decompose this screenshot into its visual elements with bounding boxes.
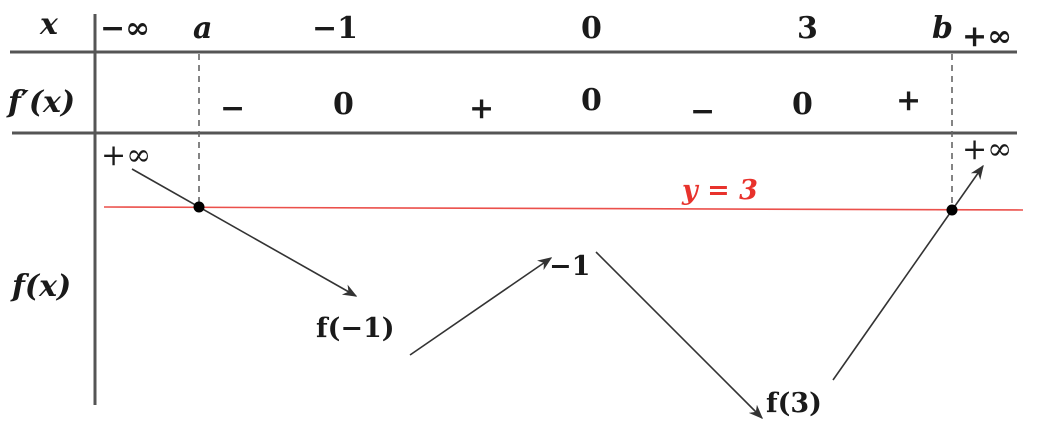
arrow-increasing-2	[832, 164, 984, 381]
f-value-end-plus-infinity: +∞	[962, 132, 1013, 167]
f-value-f-minus-1: f(−1)	[316, 313, 395, 344]
fprime-zero-2: 0	[581, 83, 602, 118]
intersection-point-b	[946, 204, 958, 216]
arrow-increasing-1	[409, 257, 553, 356]
arrow-decreasing-1	[131, 168, 358, 297]
x-value-minus-1: −1	[312, 11, 359, 46]
x-value-3: 3	[797, 11, 818, 46]
row-label-fprime: f′(x)	[8, 85, 76, 120]
x-value-0: 0	[581, 11, 602, 46]
intersection-point-a	[193, 201, 205, 213]
fprime-zero-1: 0	[333, 87, 354, 122]
f-value-start-plus-infinity: +∞	[101, 138, 152, 173]
f-value-at-0: −1	[549, 251, 591, 282]
arrow-decreasing-2	[595, 251, 764, 420]
x-value-a: a	[193, 11, 213, 46]
fprime-sign-2: +	[469, 91, 495, 126]
f-value-f-3: f(3)	[766, 388, 822, 419]
row-label-x: x	[40, 7, 58, 42]
fprime-sign-4: +	[896, 83, 922, 118]
fprime-zero-3: 0	[792, 87, 813, 122]
x-value-b: b	[932, 11, 953, 46]
x-value-plus-infinity: +∞	[962, 19, 1013, 54]
line-label-y3: y = 3	[682, 175, 758, 206]
fprime-sign-3: −	[690, 94, 716, 129]
x-value-minus-infinity: −∞	[100, 11, 151, 46]
horizontal-line-y3	[103, 206, 1024, 211]
fprime-sign-1: −	[220, 91, 246, 126]
row-label-f: f(x)	[12, 269, 72, 304]
